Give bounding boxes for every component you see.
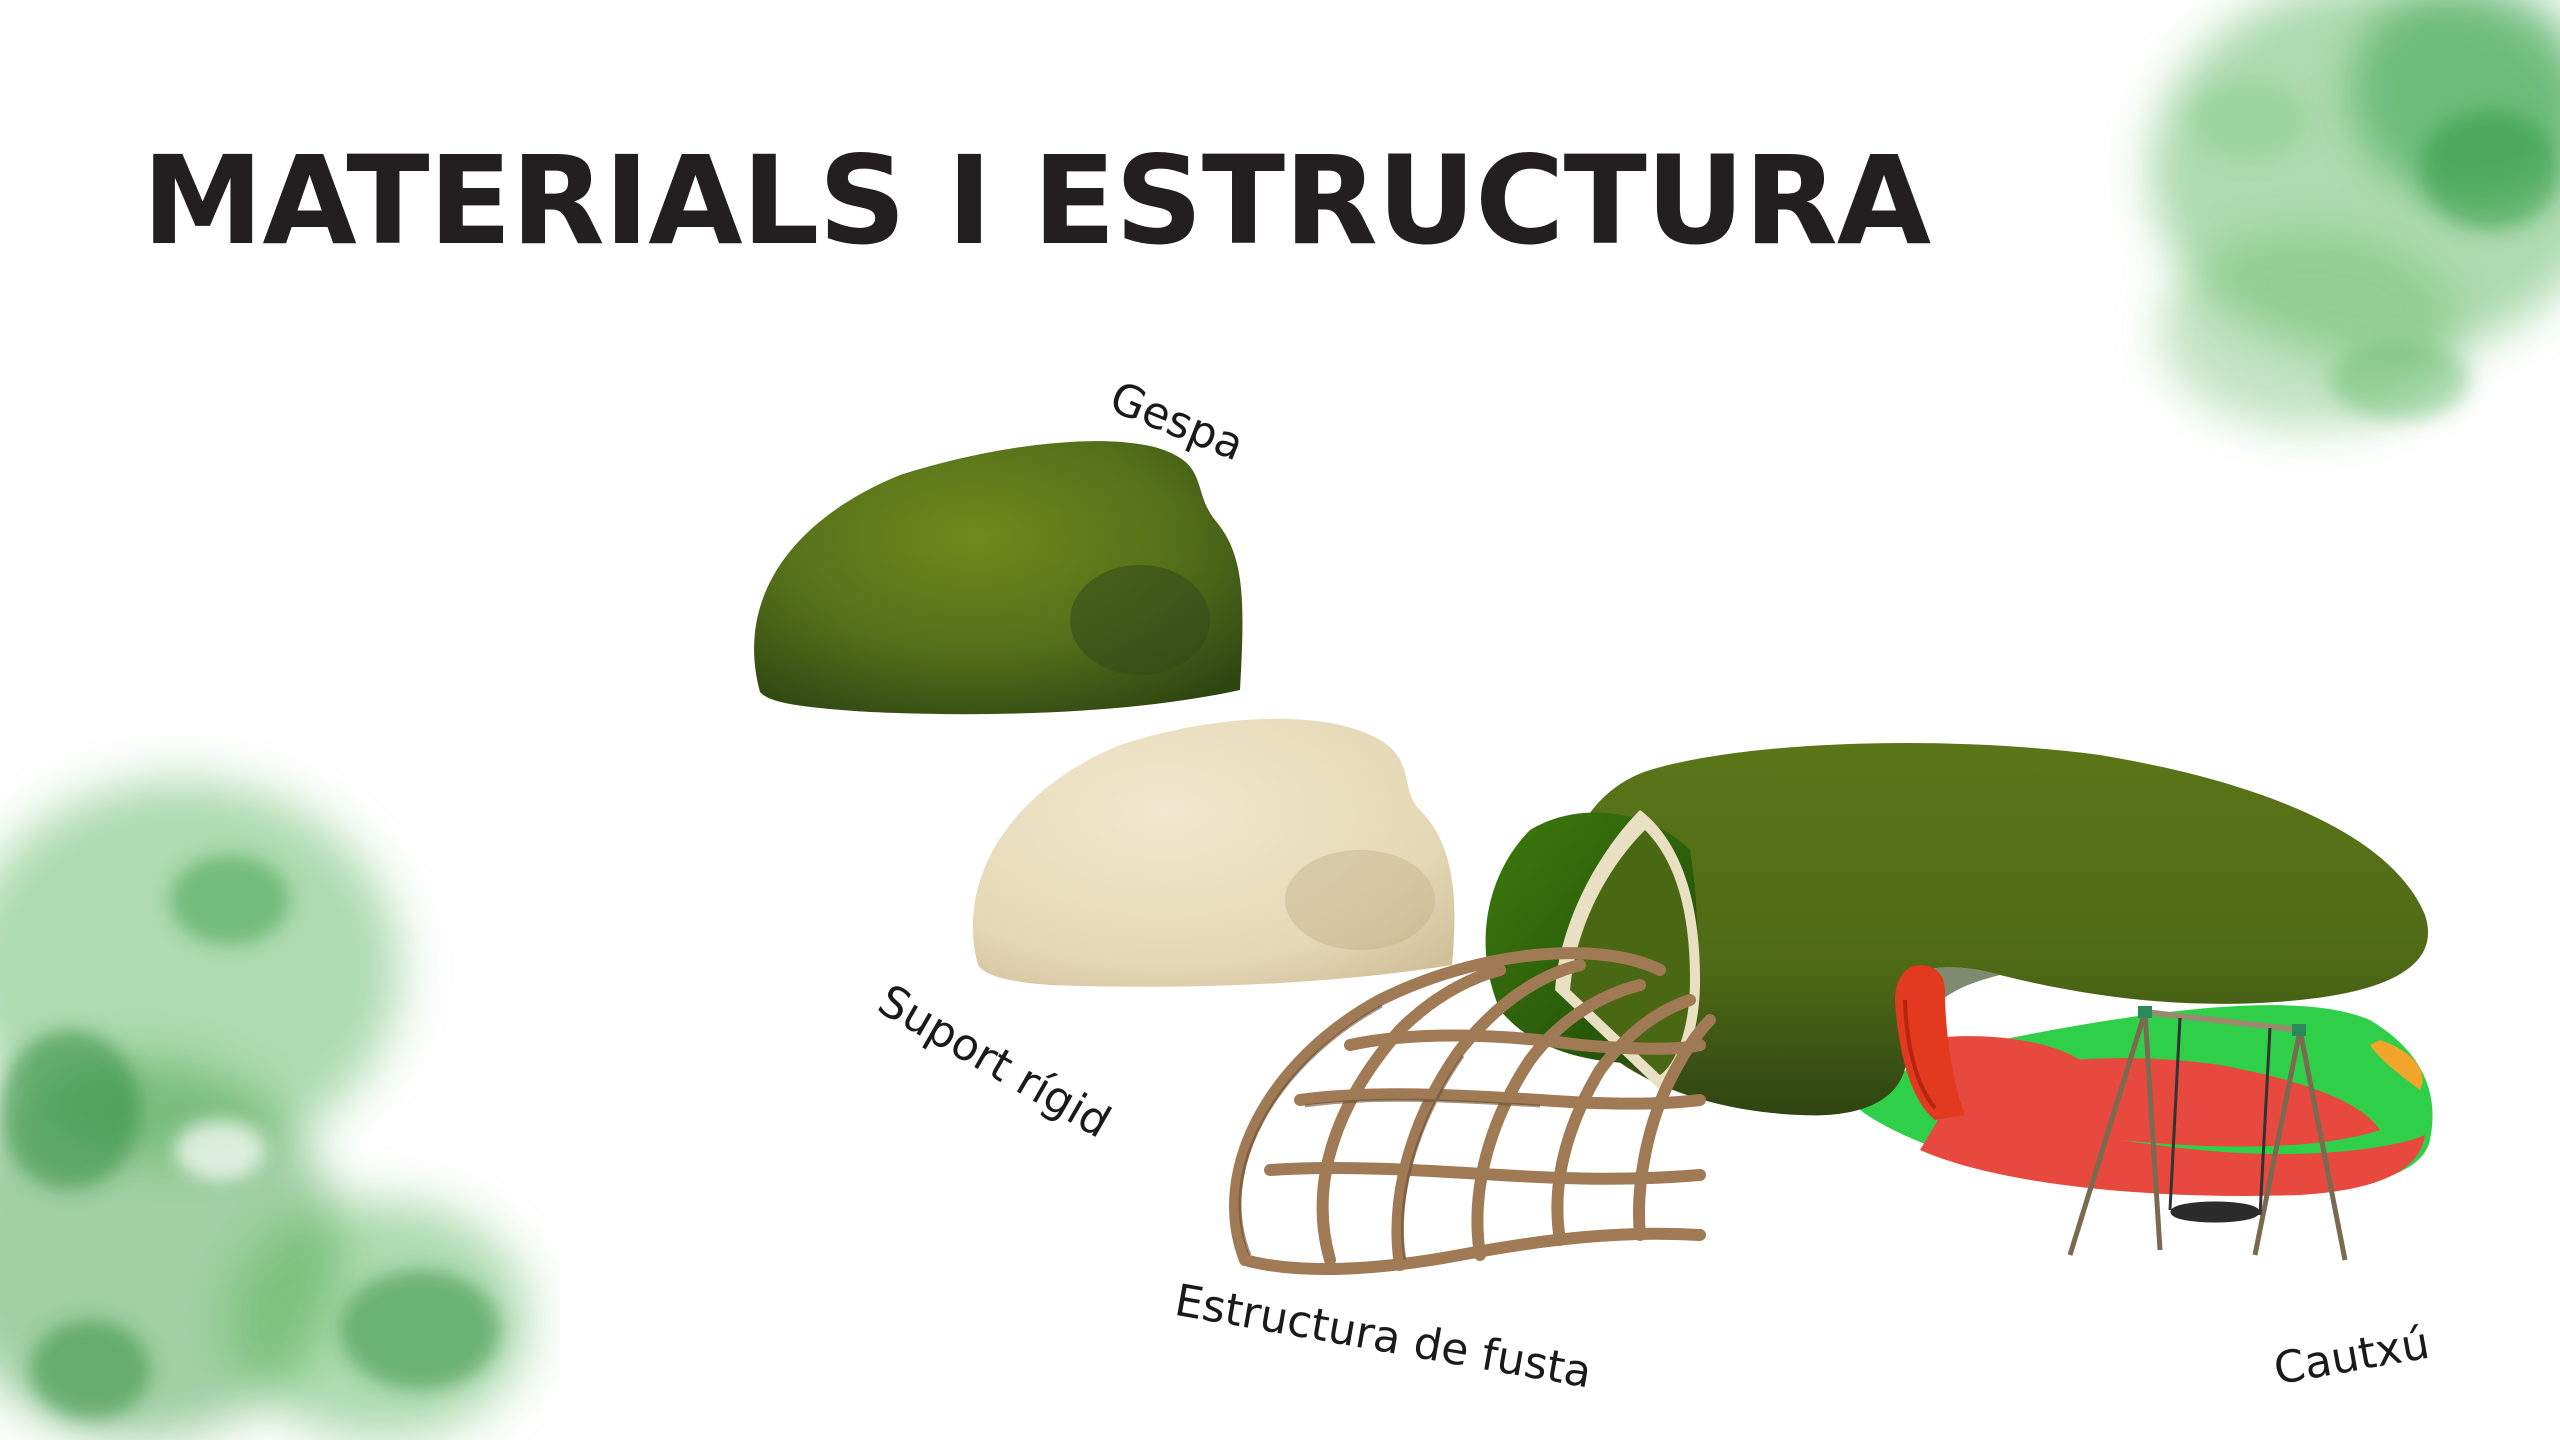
wooden-lattice (1229, 947, 1716, 1276)
watercolor-top-right (2150, 0, 2560, 430)
slide (1895, 965, 1965, 1120)
watercolor-bottom-left (0, 780, 530, 1440)
grass-hump (1556, 743, 2429, 1116)
swing (2067, 1009, 2348, 1261)
composite-mound (1229, 743, 2433, 1276)
page-title: MATERIALS I ESTRUCTURA (142, 130, 1931, 272)
rigid-support-mound (972, 718, 1455, 987)
